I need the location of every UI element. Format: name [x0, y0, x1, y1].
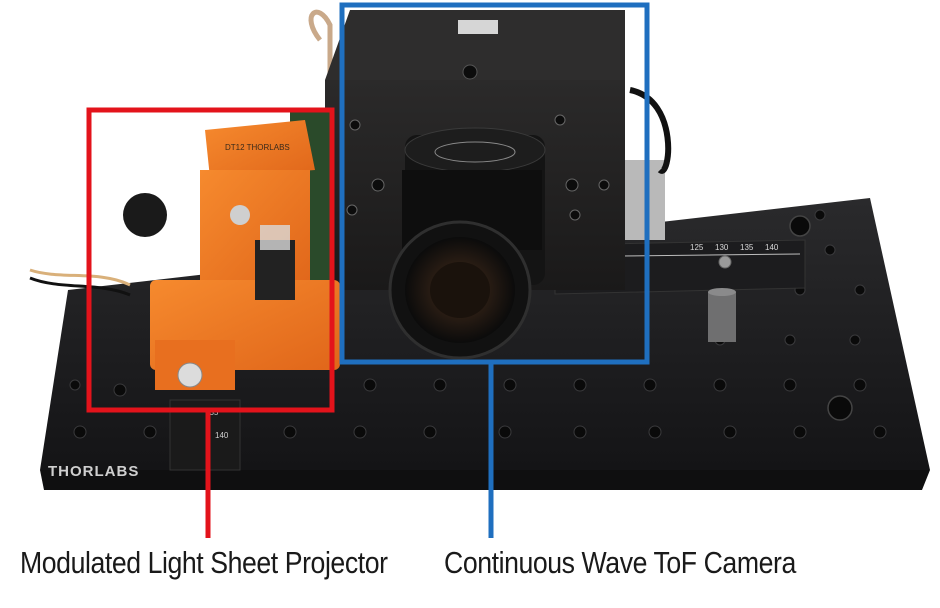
mount-hole: [789, 215, 811, 237]
rail-tick-label: 125: [690, 243, 704, 252]
cable: [308, 9, 333, 120]
camera-caption: Continuous Wave ToF Camera: [444, 545, 796, 580]
stage-tick-label: 140: [215, 431, 229, 440]
table-brand-logo: THORLABS: [48, 463, 139, 480]
adjustment-knob: [123, 193, 167, 237]
mount-hole: [827, 395, 853, 421]
rail-tick-label: 135: [740, 243, 754, 252]
cable: [29, 268, 131, 287]
rail-screw: [718, 255, 732, 269]
adjustment-knob: [177, 362, 203, 388]
tof-camera: [325, 10, 625, 360]
camera-lens: [388, 127, 546, 360]
cable: [29, 276, 131, 297]
adjustment-knob: [230, 205, 250, 225]
rail-tick-label: 140: [765, 243, 779, 252]
projector-caption: Modulated Light Sheet Projector: [20, 545, 388, 580]
power-supply: [620, 160, 665, 240]
stage-label: DT12 THORLABS: [225, 143, 290, 152]
support-post: [708, 292, 736, 342]
light-sheet-projector: DT12 THORLABS 135 140: [123, 110, 340, 471]
camera-highlight-box: [339, 2, 650, 365]
rail-tick-label: 130: [715, 243, 729, 252]
